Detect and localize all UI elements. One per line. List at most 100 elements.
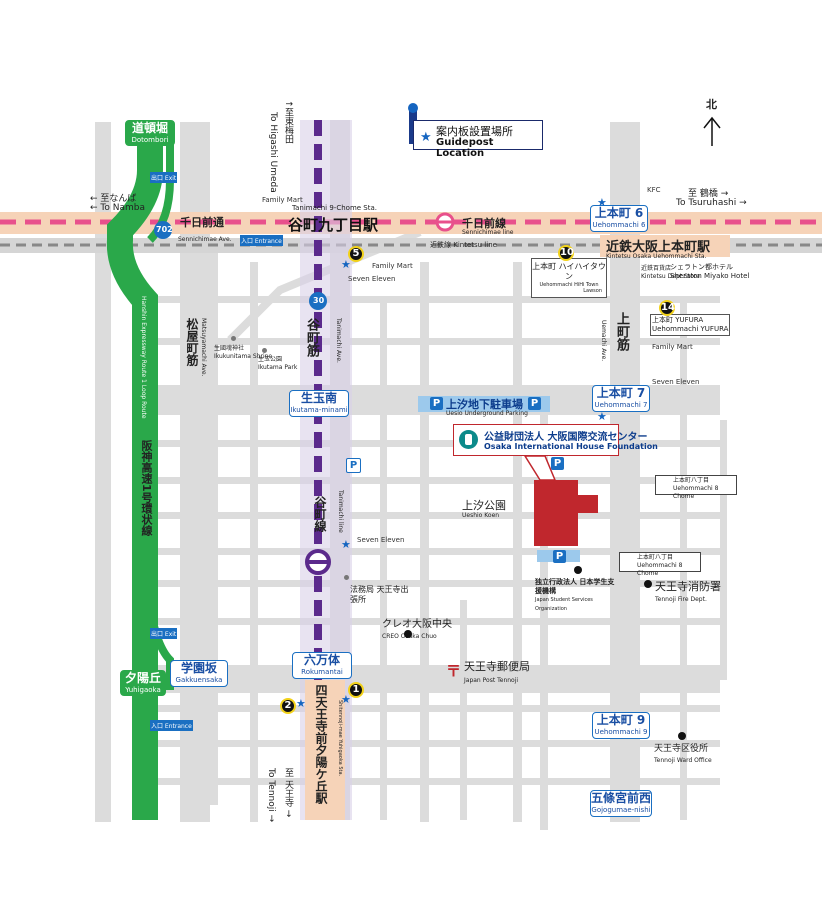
landmark-dot	[344, 575, 349, 580]
shitennoji-station-en: Shitennoji-mae Yuhigaoka Sta.	[337, 700, 343, 777]
svg-text:〒: 〒	[446, 662, 461, 680]
sennichimae-line-en: Sennichimae line	[462, 229, 514, 236]
family-mart-3: Family Mart	[652, 343, 693, 351]
guidepost-star-icon: ★	[341, 693, 351, 706]
shitennoji-station-area	[305, 680, 345, 820]
sennichimae-line-jp: 千日前線	[462, 217, 506, 230]
parking-icon: P	[553, 550, 566, 563]
north-label: 北	[706, 98, 717, 111]
exit-number-1: 1	[348, 682, 364, 698]
landmark-dot	[231, 336, 236, 341]
guidepost-star-icon: ★	[420, 130, 432, 145]
guidepost-star-icon: ★	[341, 538, 351, 551]
parking-en: Uesio Underground Parking	[446, 410, 528, 417]
sennichimae-dori-jp: 千日前通	[180, 216, 224, 229]
dir-tennoji-en: To Tennoji →	[266, 768, 276, 823]
exit-number-5: 5	[348, 246, 364, 262]
kintetsu-line: 近鉄線 Kintetsu line	[430, 241, 497, 249]
dir-tennoji-jp: 至 天王寺 →	[283, 768, 293, 818]
tanimachi-line-en: Tanimachi line	[337, 490, 344, 533]
legal-office: 法務局 天王寺出張所	[350, 585, 409, 604]
sennichimae-dori-en: Sennichimae Ave.	[178, 236, 232, 243]
dir-namba-jp: ← 至なんば	[90, 194, 137, 204]
seven-eleven-2: Seven Eleven	[652, 378, 700, 386]
matsuyamachi-jp: 松屋町筋	[185, 318, 199, 366]
uehonmachi-suji-jp: 上町筋	[614, 312, 629, 351]
shitennoji-station-jp: 四天王寺前夕陽ケ丘駅	[314, 684, 328, 804]
entrance-label-2: 入口 Entrance	[150, 720, 193, 731]
tanimachi-line-jp: 谷町線	[313, 496, 327, 532]
route-30: 30	[313, 296, 325, 305]
landmark-dot	[644, 580, 652, 588]
guidepost-star-icon: ★	[597, 196, 607, 209]
family-mart-1: Family Mart	[262, 196, 303, 204]
guidepost-star-icon: ★	[597, 410, 607, 423]
parking-icon: P	[528, 397, 541, 410]
seven-eleven-3: Seven Eleven	[357, 536, 405, 544]
landmark-dot	[574, 566, 582, 574]
dir-umeda-en: To Higashi Umeda	[268, 112, 278, 193]
route-702: 702	[156, 225, 173, 234]
parking-icon: P	[346, 458, 361, 473]
parking-icon: P	[551, 457, 564, 470]
tanimachi9-label: 谷町九丁目駅	[288, 216, 379, 234]
tanimachi9-en: Tanimachi 9-Chome Sta.	[292, 204, 377, 212]
tanimachi-suji-jp: 谷町筋	[304, 318, 319, 357]
matsuyamachi-en: Matsuyamachi Ave.	[200, 318, 207, 377]
guidepost-star-icon: ★	[341, 258, 351, 271]
dir-umeda-jp: ↑至東梅田	[283, 100, 293, 144]
ihf-logo-icon	[459, 430, 478, 449]
uehonmachi-suji-en: Uemachi Ave.	[600, 320, 607, 362]
parking-icon: P	[430, 397, 443, 410]
hanshin-en: Hanshin Expressway Route 1 Loop Route	[140, 296, 147, 419]
ihf-label-box: 公益財団法人 大阪国際交流センター Osaka International Ho…	[453, 424, 658, 456]
landmark-dot	[262, 348, 267, 353]
landmark-dot	[404, 630, 412, 638]
exit-number-14: 14	[659, 300, 675, 316]
exit-number-2: 2	[280, 698, 296, 714]
park-en: Ueshio Koen	[462, 512, 500, 519]
dir-tsuruhashi-en: To Tsuruhashi →	[676, 198, 747, 208]
landmark-dot	[678, 732, 686, 740]
guidepost-star-icon: ★	[296, 697, 306, 710]
hanshin-jp: 阪神高速1号環状線	[140, 440, 153, 536]
legend-box: ★ 案内板設置場所 Guidepost Location	[413, 120, 543, 159]
exit-label-1: 出口 Exit	[150, 172, 178, 183]
family-mart-2: Family Mart	[372, 262, 413, 270]
park-jp: 上汐公園	[462, 499, 506, 512]
parking-jp: 上汐地下駐車場	[446, 398, 523, 411]
entrance-label-1: 入口 Entrance	[240, 235, 283, 246]
exit-number-10: 10	[558, 245, 574, 261]
exit-label-2: 出口 Exit	[150, 628, 178, 639]
tanimachi-suji-en: Tanimachi Ave.	[335, 318, 342, 363]
kintetsu-station-en: Kintetsu Osaka Uehommachi Sta.	[606, 253, 707, 260]
kfc-label: KFC	[647, 186, 661, 194]
dir-tsuruhashi-jp: 至 鶴橋 →	[688, 189, 729, 199]
kintetsu-station-jp: 近鉄大阪上本町駅	[606, 240, 711, 255]
seven-eleven-1: Seven Eleven	[348, 275, 396, 283]
hanshin-expressway	[106, 130, 163, 820]
dir-namba-en: ← To Namba	[90, 203, 145, 213]
hihi-town-box: 上本町 ハイハイタウン Uehommachi HiHi Town Lawson	[531, 258, 607, 298]
